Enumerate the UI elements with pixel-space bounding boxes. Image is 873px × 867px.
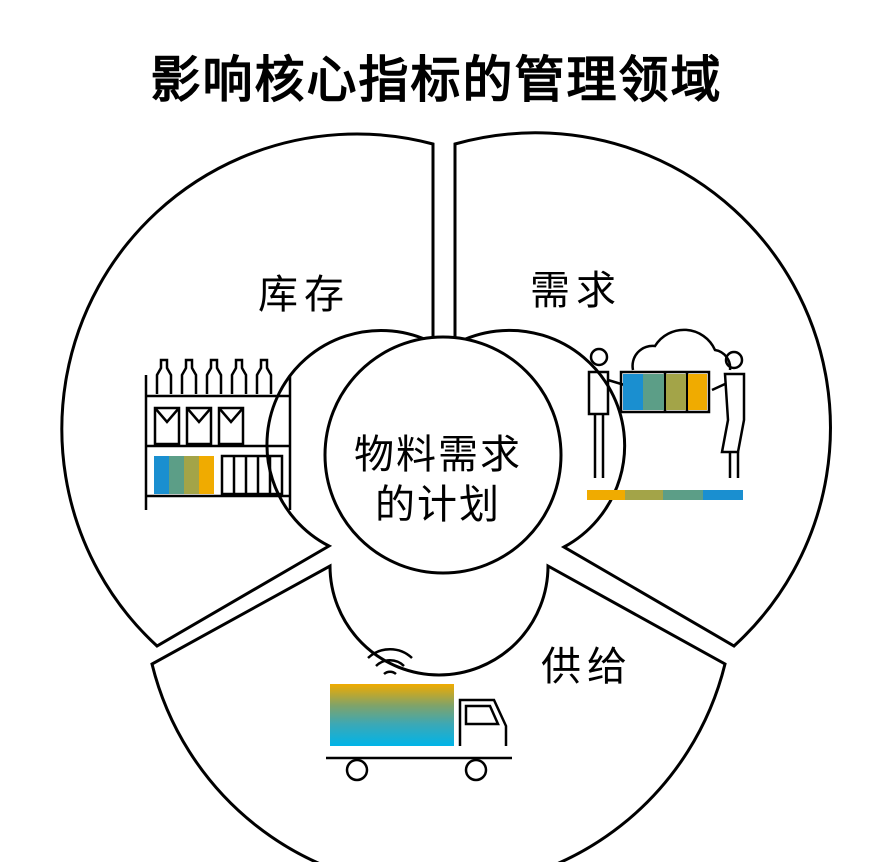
- center-label: 物料需求 的计划: [323, 430, 553, 530]
- delivery-truck-icon: [326, 684, 512, 782]
- center-circle: [323, 335, 563, 575]
- segment-inventory: [60, 132, 435, 648]
- segment-label-demand: 需求: [530, 268, 622, 314]
- floor-strip: [587, 490, 743, 500]
- wifi-icon: [367, 648, 413, 676]
- puzzle-pieces: [623, 374, 707, 410]
- segment-label-inventory: 库存: [258, 272, 350, 318]
- page-title: 影响核心指标的管理领域: [150, 51, 723, 109]
- warehouse-shelf-icon: [144, 358, 292, 510]
- segment-label-supply: 供给: [541, 644, 633, 690]
- center-label-line1: 物料需求: [354, 432, 522, 478]
- center-label-line2: 的计划: [375, 482, 501, 528]
- colored-boxes: [154, 456, 214, 494]
